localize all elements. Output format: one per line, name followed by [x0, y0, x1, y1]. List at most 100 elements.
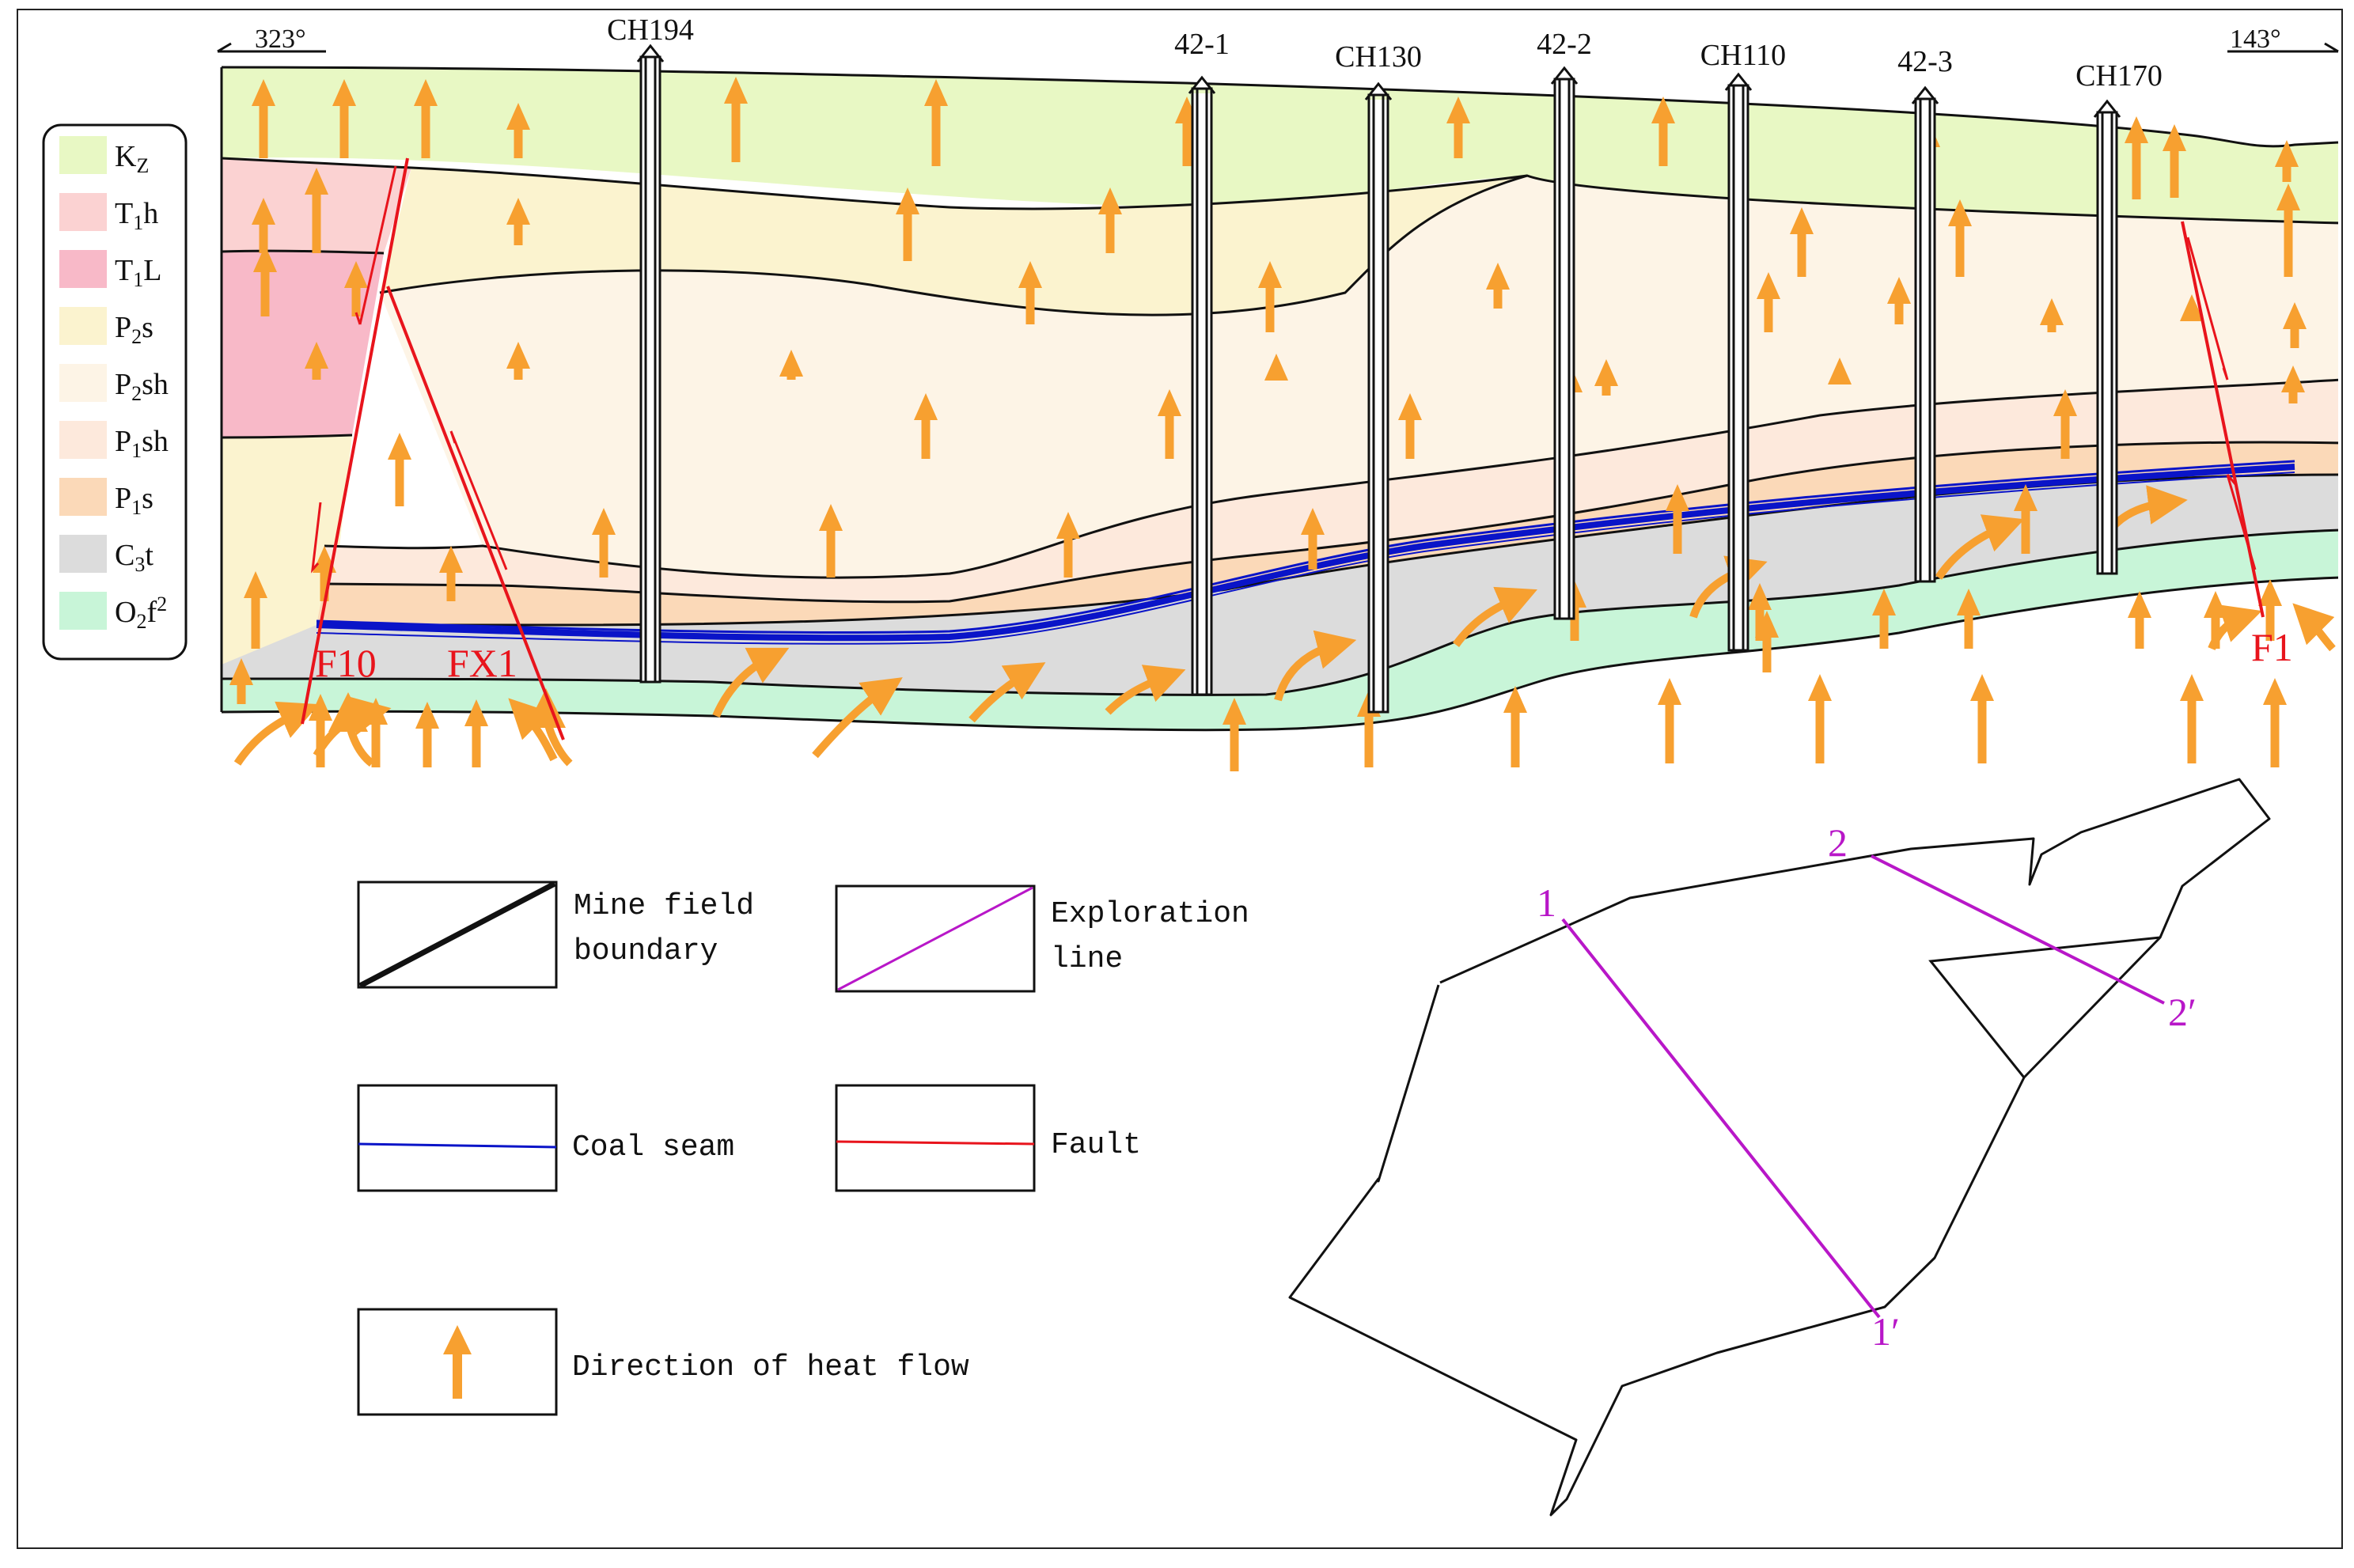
heat-flow-arrow: [1486, 263, 1510, 309]
legend-heat-flow-label: Direction of heat flow: [572, 1350, 969, 1384]
ground-surface: [221, 66, 2339, 148]
heat-flow-arrow: [1651, 97, 1675, 166]
strata-swatch: [59, 421, 107, 459]
exploration-line-2-end-label: 2′: [2168, 990, 2197, 1034]
exploration-line-2-start-label: 2: [1828, 820, 1848, 865]
heat-flow-arrow-curved: [969, 662, 1046, 723]
heat-flow-arrow-curved: [1935, 514, 2025, 580]
heat-flow-arrow: [1222, 698, 1246, 771]
exploration-line-1: [1561, 918, 1881, 1319]
heat-flow-arrow: [1757, 272, 1780, 332]
fault-label-f10: F10: [315, 641, 377, 685]
boreholes: CH194 42-1 CH130 42-2 CH110 42-3 CH170: [607, 13, 2163, 714]
borehole-label: CH130: [1335, 40, 1422, 74]
heat-flow-arrow: [506, 198, 530, 245]
borehole-label: 42-2: [1537, 28, 1592, 61]
strata-swatch: [59, 364, 107, 402]
azimuth-left-label: 323°: [255, 25, 306, 54]
strata-legend-item: O2f2: [59, 592, 167, 633]
heat-flow-arrow-curved: [1105, 665, 1186, 715]
heat-flow-arrow: [724, 77, 748, 162]
heat-flow-arrow: [1446, 97, 1470, 158]
strata-label: P1s: [115, 482, 154, 519]
heat-flow-arrow: [1658, 678, 1681, 763]
heat-flow-arrow: [2040, 298, 2064, 332]
heat-flow-arrow: [1808, 674, 1832, 763]
strata-swatch: [59, 535, 107, 573]
heat-flow-arrow: [1828, 358, 1852, 384]
heat-flow-arrow: [253, 245, 277, 316]
heat-flow-arrow: [1056, 512, 1080, 578]
strata-swatch: [59, 250, 107, 288]
legend-fault-label: Fault: [1051, 1128, 1141, 1162]
heat-flow-arrow: [344, 261, 368, 316]
strata-label: P2s: [115, 311, 154, 348]
borehole-ch194: CH194: [607, 13, 694, 684]
fault-slip-indicator: [2186, 237, 2229, 381]
heat-flow-arrow: [1264, 354, 1288, 381]
layer-p1sh: [324, 380, 2338, 602]
heat-flow-arrow-curved: [1452, 586, 1537, 647]
borehole-label: 42-3: [1897, 45, 1953, 78]
legend-exploration-line: Exploration line: [835, 884, 1249, 993]
heat-flow-arrow: [506, 103, 530, 158]
borehole-42-3: 42-3: [1897, 45, 1953, 583]
heat-flow-arrow: [2276, 184, 2300, 277]
figure-frame: [17, 9, 2343, 1549]
heat-flow-arrow: [439, 546, 463, 601]
heat-flow-arrow: [592, 508, 616, 578]
layer-o2f2: [222, 530, 2338, 730]
heat-flow-arrow: [506, 342, 530, 380]
layer-p2s: [380, 168, 1527, 316]
borehole-ch130: CH130: [1335, 40, 1422, 714]
fault-slip-indicator: [2226, 474, 2257, 570]
heat-flow-arrow-curved: [508, 698, 558, 762]
strata-label: C3t: [115, 539, 154, 576]
mine-field-boundary: [1288, 778, 2271, 1517]
exploration-line-2: [1871, 854, 2165, 1005]
heat-flow-arrow: [1503, 686, 1527, 767]
heat-flow-arrow-icon: [443, 1325, 472, 1354]
heat-flow-arrow: [2180, 674, 2204, 763]
heat-flow-arrow: [2258, 579, 2282, 641]
heat-flow-arrow-curved: [1274, 630, 1357, 702]
heat-flow-arrow: [1755, 611, 1779, 672]
borehole-42-1: 42-1: [1174, 28, 1230, 696]
heat-flow-arrow: [2283, 302, 2307, 348]
heat-flow-arrow: [252, 79, 275, 158]
strata-legend-item: P1sh: [59, 421, 169, 462]
fault-fx1-line: [386, 286, 565, 740]
fault-label-fx1: FX1: [447, 641, 517, 685]
borehole-label: 42-1: [1174, 28, 1230, 61]
heat-flow-arrow: [1872, 589, 1896, 649]
borehole-42-2: 42-2: [1537, 28, 1592, 620]
strata-label: P1sh: [115, 425, 169, 462]
legend-mine-boundary: Mine field boundary: [357, 881, 754, 989]
heat-flow-arrow-curved: [2292, 603, 2336, 652]
heat-flow-arrow: [2263, 678, 2287, 767]
heat-flow-arrow: [2053, 389, 2077, 459]
fault-slip-indicator: [310, 502, 322, 574]
fault-label-f1: F1: [2251, 625, 2293, 669]
strata-swatch: [59, 136, 107, 174]
legend-fault: Fault: [835, 1084, 1141, 1192]
heat-flow-arrow-curved: [328, 692, 375, 767]
strata-legend-item: C3t: [59, 535, 154, 576]
heat-flow-arrow: [2180, 294, 2204, 321]
strata-legend-item: P2sh: [59, 364, 169, 405]
exploration-line-1-start-label: 1: [1537, 881, 1556, 925]
borehole-ch110: CH110: [1700, 39, 1786, 652]
heat-flow-arrow: [2125, 116, 2148, 199]
coal-seam-band: [316, 460, 2295, 645]
mine-field-inner-boundary: [1928, 936, 2161, 1078]
faults: F10 FX1 F1: [301, 157, 2293, 740]
strata-legend-item: T1L: [59, 250, 161, 291]
heat-flow-arrow: [2163, 124, 2186, 198]
fault-slip-indicator: [449, 430, 508, 570]
heat-flow-arrow: [305, 168, 328, 253]
legend-heat-flow: Direction of heat flow: [357, 1308, 969, 1416]
heat-flow-arrow: [2128, 591, 2151, 649]
heat-flow-arrow: [388, 433, 411, 506]
